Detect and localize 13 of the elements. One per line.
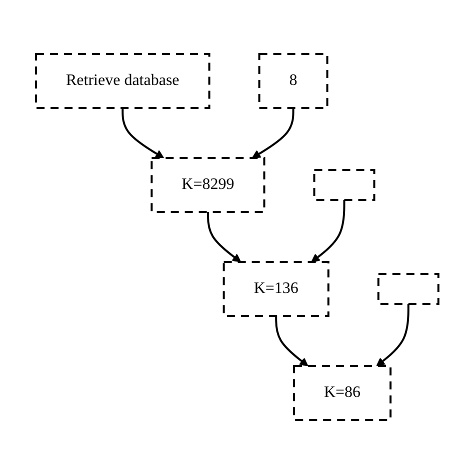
node-box: K=136 — [222, 261, 330, 317]
arrow — [376, 304, 410, 366]
arrow — [121, 108, 164, 158]
node-box: 8 — [258, 53, 328, 109]
arrow — [310, 200, 346, 262]
node-box: K=86 — [292, 364, 392, 421]
arrow — [206, 212, 241, 262]
arrow — [252, 108, 294, 158]
arrow — [274, 316, 308, 366]
node-box — [313, 169, 376, 201]
node-box — [377, 273, 440, 305]
node-box: K=8299 — [150, 157, 266, 213]
node-box: Retrieve database — [34, 53, 210, 109]
